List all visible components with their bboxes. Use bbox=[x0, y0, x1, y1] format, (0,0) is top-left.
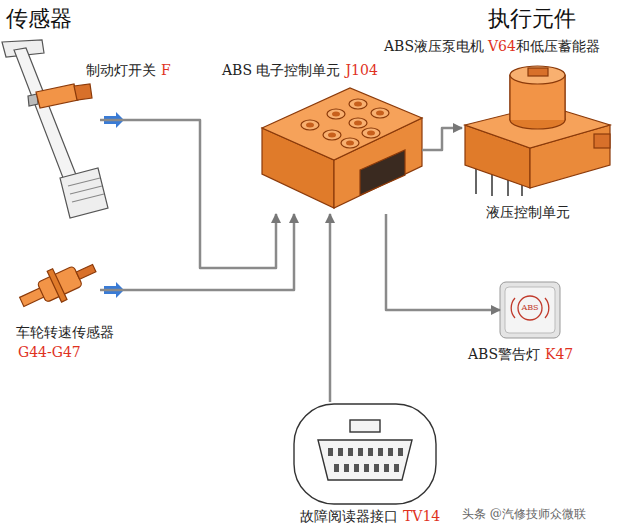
signal-arrow bbox=[104, 112, 124, 298]
section-heading: 执行元件 bbox=[488, 4, 576, 34]
part-name: 和低压蓄能器 bbox=[516, 38, 600, 54]
sensor-part: 制动灯开关F bbox=[4, 40, 100, 220]
signal-line bbox=[100, 120, 276, 268]
label-group: 液压控制单元 bbox=[486, 204, 570, 221]
label-group: ABS bbox=[500, 304, 560, 312]
diagnostic-port bbox=[294, 404, 436, 504]
label-group: 故障阅读器接口 TV14 bbox=[300, 508, 440, 525]
part-code: J104 bbox=[345, 62, 377, 78]
part-name: 液压控制单元 bbox=[486, 204, 570, 220]
part-code: F bbox=[161, 62, 171, 78]
label-group: 制动灯开关 F bbox=[86, 62, 171, 79]
sensor-part: 车轮转速传感器G44-G47 bbox=[12, 245, 100, 320]
part-name: 车轮转速传感器 bbox=[16, 324, 114, 340]
signal-line bbox=[386, 214, 500, 310]
part-code: TV14 bbox=[403, 508, 440, 524]
lamp-symbol-text: ABS bbox=[521, 303, 538, 312]
part-code: V64 bbox=[488, 38, 516, 54]
wheel-speed-sensor bbox=[15, 253, 102, 318]
part-name: ABS液压泵电机 bbox=[384, 38, 484, 54]
part-code: K47 bbox=[545, 346, 573, 362]
label-group: ABS警告灯 K47 bbox=[468, 346, 573, 363]
watermark: 头条 @汽修技师众微联 bbox=[462, 506, 586, 523]
part-name: 故障阅读器接口 bbox=[300, 508, 398, 524]
part-name: 制动灯开关 bbox=[86, 62, 156, 78]
actuator-part: ABSABS警告灯K47 bbox=[500, 282, 560, 338]
control-unit: ABS 电子控制单元J104 bbox=[262, 86, 422, 214]
label-group: ABS 电子控制单元 J104 bbox=[222, 62, 378, 79]
diagnostic-interface: 故障阅读器接口TV14 bbox=[292, 402, 438, 506]
part-name: ABS警告灯 bbox=[468, 346, 540, 362]
label-group: G44-G47 bbox=[18, 344, 81, 361]
label-group: 车轮转速传感器 bbox=[16, 324, 114, 341]
part-name: ABS 电子控制单元 bbox=[222, 62, 340, 78]
signal-line bbox=[422, 128, 462, 150]
actuator-part: ABS液压泵电机V64和低压蓄能器液压控制单元 bbox=[462, 62, 612, 196]
section-heading: 传感器 bbox=[6, 4, 72, 34]
label-group: ABS液压泵电机V64和低压蓄能器 bbox=[384, 38, 600, 55]
abs-ecu bbox=[262, 88, 422, 208]
warning-lamp bbox=[500, 282, 560, 338]
part-code: G44-G47 bbox=[18, 344, 81, 360]
signal-line bbox=[329, 214, 332, 402]
hydraulic-unit bbox=[465, 66, 610, 196]
signal-line bbox=[100, 214, 294, 290]
